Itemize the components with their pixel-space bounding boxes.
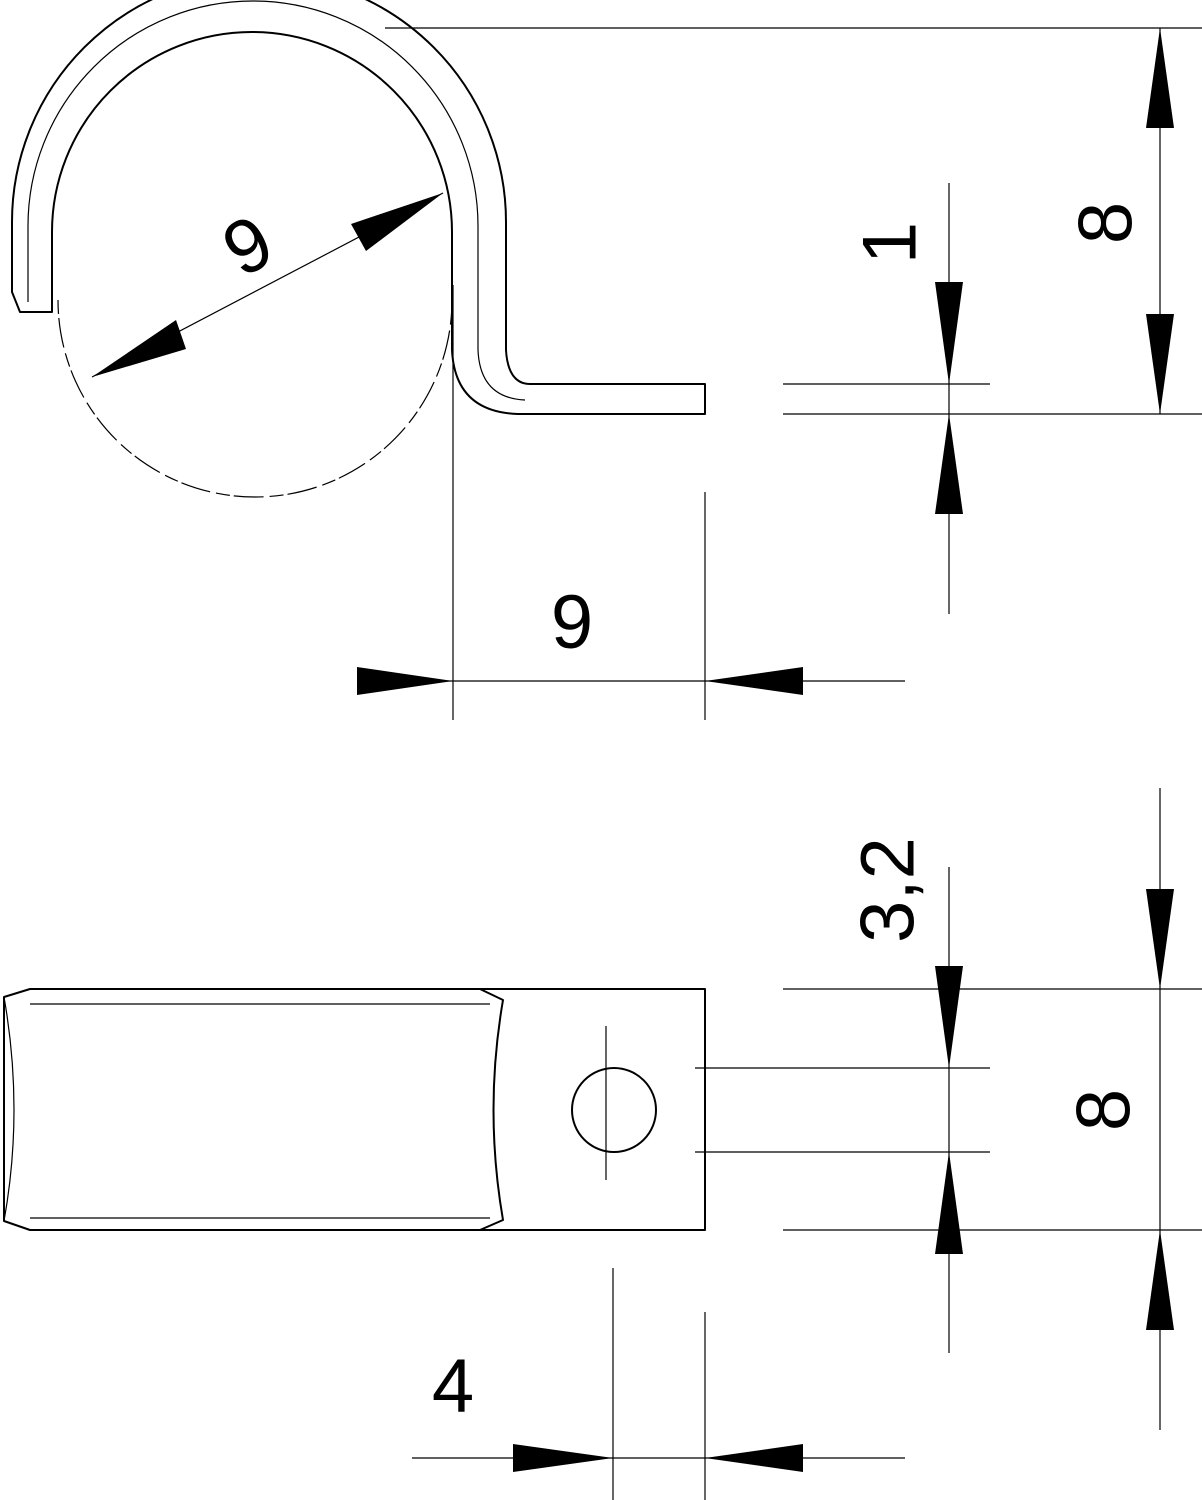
diameter-label: 9	[209, 199, 286, 294]
mounting-hole	[571, 1067, 657, 1153]
height-dimension: 8	[385, 27, 1202, 414]
diameter-dimension: 9	[91, 192, 444, 378]
thickness-dimension: 1	[783, 183, 1202, 614]
pipe-circle-arc	[57, 299, 453, 498]
front-band-edge	[479, 988, 504, 1231]
front-body-outline	[3, 988, 706, 1231]
height-label: 8	[1064, 202, 1149, 244]
hole-offset-label: 4	[432, 1344, 474, 1429]
offset-dimension: 9	[357, 285, 905, 720]
hole-label: 3,2	[846, 837, 931, 943]
width-dimension: 8	[783, 788, 1202, 1430]
thickness-label: 1	[848, 222, 933, 264]
offset-label: 9	[551, 580, 593, 665]
front-view	[3, 988, 706, 1231]
clip-inner-line	[27, 0, 526, 401]
clip-profile-outline	[11, 0, 706, 415]
side-view	[11, 0, 706, 498]
front-left-edge	[3, 996, 15, 1222]
width-label: 8	[1062, 1089, 1147, 1131]
hole-offset-dimension: 4	[412, 1268, 905, 1500]
hole-dimension: 3,2	[695, 837, 990, 1353]
